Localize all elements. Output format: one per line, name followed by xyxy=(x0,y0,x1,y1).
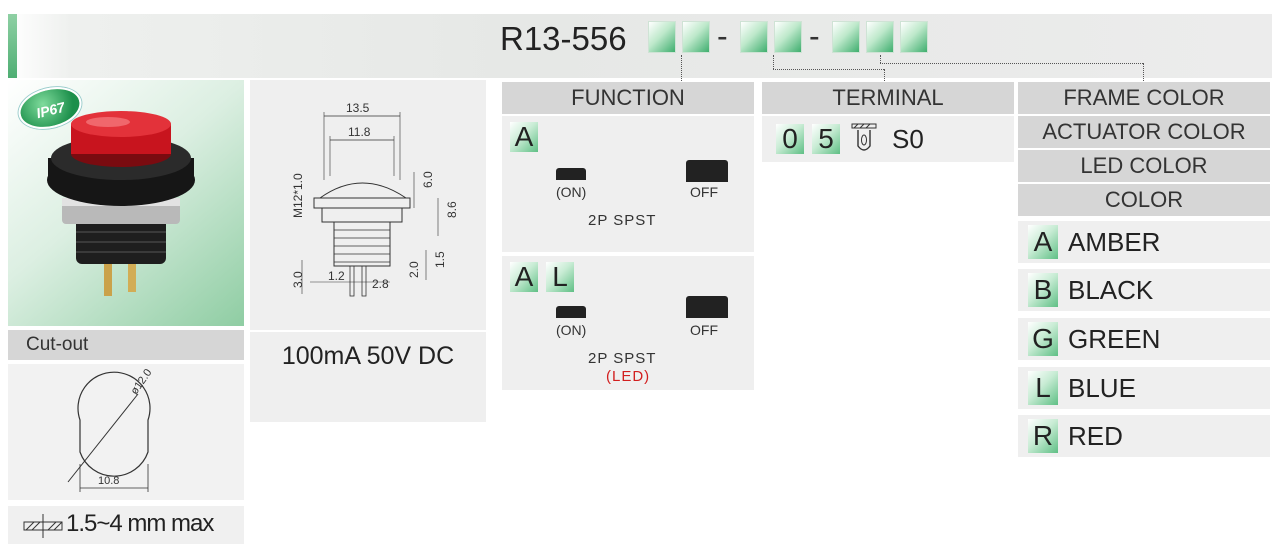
actuator-color-heading: ACTUATOR COLOR xyxy=(1018,116,1270,148)
terminal-panel xyxy=(762,116,1014,162)
thread-label: M12*1.0 xyxy=(291,173,305,218)
switch-type-label: 2P SPST xyxy=(588,212,657,229)
color-code-l: L xyxy=(1028,371,1058,405)
off-label: OFF xyxy=(690,184,718,200)
color-name-amber: AMBER xyxy=(1068,227,1161,257)
cutout-diameter-label: ø12.0 xyxy=(128,367,154,397)
panel-thickness-icon xyxy=(23,514,63,538)
led-color-heading: LED COLOR xyxy=(1018,150,1270,182)
color-name-red: RED xyxy=(1068,421,1123,451)
terminal-heading: TERMINAL xyxy=(762,82,1014,114)
color-code-b: B xyxy=(1028,273,1058,307)
frame-color-heading: FRAME COLOR xyxy=(1018,82,1270,114)
function-option-a-panel xyxy=(502,116,754,252)
product-photo xyxy=(8,80,244,326)
off-label: OFF xyxy=(690,322,718,338)
header-accent-stripe xyxy=(8,14,17,78)
code-box-function-1 xyxy=(648,21,676,53)
panel-thickness-text: 1.5~4 mm max xyxy=(66,510,214,537)
dim-8-6: 8.6 xyxy=(445,201,459,218)
code-dash: - xyxy=(809,18,820,54)
cutout-drawing-panel: 10.8 ø12.0 xyxy=(8,364,244,500)
dimension-drawing: 13.5 11.8 6.0 8.6 1.5 2.0 M12*1.0 3.0 xyxy=(291,101,459,297)
dim-1-5: 1.5 xyxy=(433,251,447,268)
electrical-rating: 100mA 50V DC xyxy=(281,342,455,370)
connector-color-drop xyxy=(1143,63,1144,81)
panel-thickness-row xyxy=(8,506,244,544)
color-code-r: R xyxy=(1028,419,1058,453)
cutout-heading: Cut-out xyxy=(8,330,244,360)
connector-terminal xyxy=(773,55,774,69)
code-box-color-2 xyxy=(866,21,894,53)
code-box-terminal-2 xyxy=(774,21,802,53)
dim-2-8: 2.8 xyxy=(372,277,389,291)
color-name-black: BLACK xyxy=(1068,275,1154,305)
function-option-al-panel xyxy=(502,256,754,390)
connector-terminal-h xyxy=(773,69,884,70)
connector-terminal-drop xyxy=(884,69,885,81)
dim-1-2: 1.2 xyxy=(328,269,345,283)
color-code-g: G xyxy=(1028,322,1058,356)
dim-2-0: 2.0 xyxy=(407,261,421,278)
rating-panel xyxy=(250,332,486,422)
dimension-drawing-panel: 13.5 11.8 6.0 8.6 1.5 2.0 M12*1.0 3.0 xyxy=(250,80,486,330)
color-row-blue xyxy=(1018,367,1270,409)
cutout-drawing: 10.8 ø12.0 xyxy=(67,367,154,492)
color-name-blue: BLUE xyxy=(1068,373,1136,403)
dim-3-0: 3.0 xyxy=(291,271,305,288)
dim-11-8: 11.8 xyxy=(348,125,371,139)
switch-off-state-icon xyxy=(686,296,728,318)
cutout-width-label: 10.8 xyxy=(98,475,119,487)
connector-color-h xyxy=(880,63,1143,64)
color-row-red xyxy=(1018,415,1270,457)
connector-color xyxy=(880,55,881,63)
function-code-a: A xyxy=(510,262,538,292)
push-button-switch-image xyxy=(47,111,195,296)
function-heading: FUNCTION xyxy=(502,82,754,114)
led-label: (LED) xyxy=(606,368,651,385)
dim-6-0: 6.0 xyxy=(421,171,435,188)
terminal-digit-0: 0 xyxy=(776,124,804,154)
terminal-label: S0 xyxy=(892,124,924,154)
switch-off-state-icon xyxy=(686,160,728,182)
function-code-l: L xyxy=(546,262,574,292)
color-heading: COLOR xyxy=(1018,184,1270,216)
switch-on-state-icon xyxy=(556,306,586,318)
switch-on-state-icon xyxy=(556,168,586,180)
connector-function xyxy=(681,55,682,81)
terminal-digit-5: 5 xyxy=(812,124,840,154)
color-row-green xyxy=(1018,318,1270,360)
code-box-function-2 xyxy=(682,21,710,53)
color-name-green: GREEN xyxy=(1068,324,1161,354)
code-dash: - xyxy=(717,18,728,54)
color-row-amber xyxy=(1018,221,1270,263)
code-box-terminal-1 xyxy=(740,21,768,53)
on-label: (ON) xyxy=(556,322,587,338)
solder-terminal-icon xyxy=(851,123,877,151)
header-bar xyxy=(8,14,1272,78)
code-box-color-1 xyxy=(832,21,860,53)
function-code-a: A xyxy=(510,122,538,152)
part-number-prefix: R13-556 xyxy=(500,20,627,57)
code-box-color-3 xyxy=(900,21,928,53)
dim-13-5: 13.5 xyxy=(346,101,370,115)
on-label: (ON) xyxy=(556,184,587,200)
switch-type-label: 2P SPST xyxy=(588,350,657,367)
color-code-a: A xyxy=(1028,225,1058,259)
color-row-black xyxy=(1018,269,1270,311)
